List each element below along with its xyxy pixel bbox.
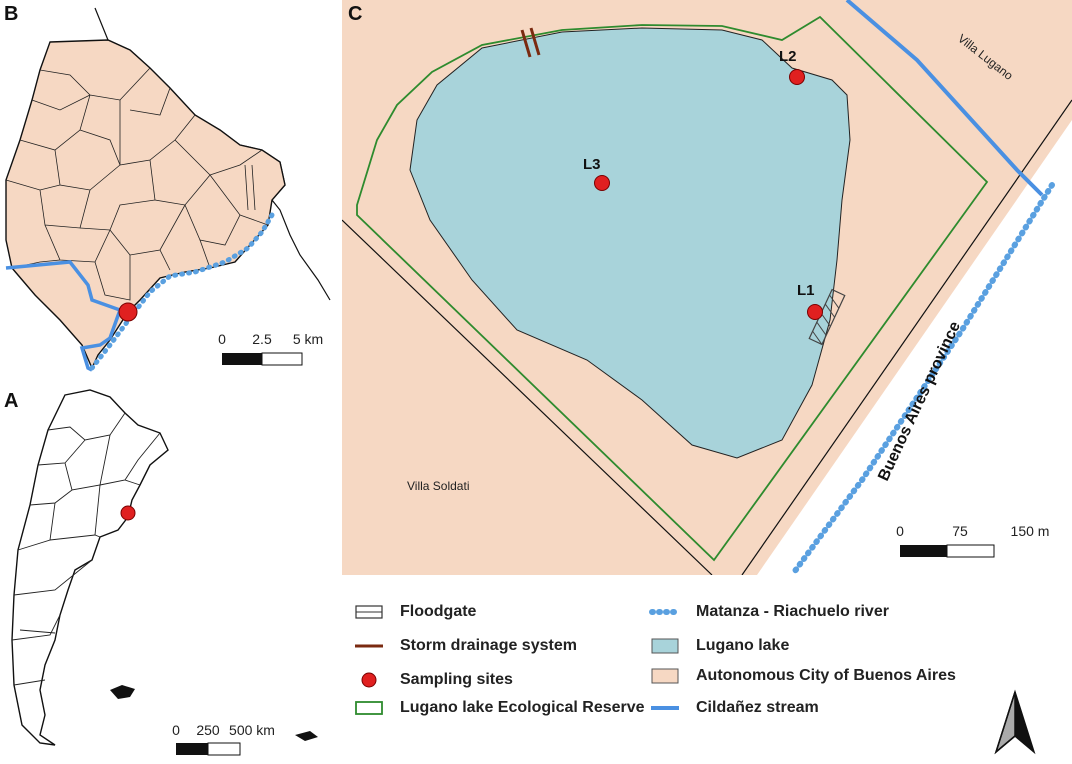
argentina-outline xyxy=(11,389,169,746)
site-l2-label: L2 xyxy=(779,48,797,65)
scalebar-b-tick-0: 0 xyxy=(218,331,226,347)
legend-item-sampling: Sampling sites xyxy=(352,668,513,692)
legend-item-reserve: Lugano lake Ecological Reserve xyxy=(352,696,645,720)
legend-label-city: Autonomous City of Buenos Aires xyxy=(696,667,956,684)
lake-icon xyxy=(648,636,682,656)
soldati-boundary-line xyxy=(341,219,713,576)
scalebar-b-tick-1: 2.5 xyxy=(252,331,272,347)
matanza-riachuelo-river-line xyxy=(89,212,275,371)
site-l2-marker xyxy=(789,69,805,85)
villa-soldati-label: Villa Soldati xyxy=(407,479,469,493)
north-arrow-icon xyxy=(990,688,1040,756)
legend-item-stream: Cildañez stream xyxy=(648,696,819,720)
sampling-site-icon xyxy=(352,670,386,690)
province-lines xyxy=(11,412,161,686)
panel-b-map: B 0 2.5 5 km xyxy=(0,0,340,380)
storm-drainage-marker xyxy=(520,27,541,58)
stream-icon xyxy=(648,698,682,718)
legend-item-drainage: Storm drainage system xyxy=(352,634,577,658)
legend-label-sampling: Sampling sites xyxy=(400,671,513,688)
scalebar-b: 0 2.5 5 km xyxy=(218,331,323,366)
buenos-aires-location-marker xyxy=(120,505,136,521)
scalebar-c: 0 75 150 m xyxy=(892,515,1067,565)
panel-c-map: C L2 L3 L1 Villa Lugano Villa Soldati Bu… xyxy=(341,0,1072,578)
legend-label-lake: Lugano lake xyxy=(696,637,790,654)
site-l1-label: L1 xyxy=(797,282,815,299)
scalebar-a-tick-0: 0 xyxy=(172,722,180,738)
scalebar-a-tick-1: 250 xyxy=(196,722,220,738)
site-l3-label: L3 xyxy=(583,156,601,173)
cildanez-stream-line xyxy=(845,0,1044,197)
scalebar-a: 0 250 500 km xyxy=(172,722,275,756)
site-l1-marker xyxy=(807,304,823,320)
lugano-lake xyxy=(409,27,851,459)
site-l3-marker xyxy=(594,175,610,191)
legend-item-city: Autonomous City of Buenos Aires xyxy=(648,664,956,688)
legend-label-river: Matanza - Riachuelo river xyxy=(696,603,889,620)
ecological-reserve-boundary xyxy=(356,15,989,562)
legend-item-river: Matanza - Riachuelo river xyxy=(648,600,889,624)
river-icon xyxy=(648,602,682,622)
province-area xyxy=(757,120,1072,575)
legend-label-drainage: Storm drainage system xyxy=(400,637,577,654)
panel-b-label: B xyxy=(4,3,18,25)
scalebar-b-tick-2: 5 km xyxy=(293,331,323,347)
floodgate-icon xyxy=(352,602,386,622)
map-legend: Floodgate Storm drainage system Sampling… xyxy=(352,598,992,728)
legend-label-floodgate: Floodgate xyxy=(400,603,477,620)
district-lines xyxy=(5,67,269,301)
legend-item-floodgate: Floodgate xyxy=(352,600,476,624)
scalebar-c-tick-2: 150 m xyxy=(1011,523,1050,539)
city-area-icon xyxy=(648,666,682,686)
panel-c-label: C xyxy=(348,3,362,25)
province-boundary-line xyxy=(741,99,1072,576)
matanza-riachuelo-river-line xyxy=(789,182,1055,578)
cildanez-stream-line xyxy=(5,260,123,372)
panel-a-map: A 0 250 500 km xyxy=(0,385,340,759)
scalebar-a-tick-2: 500 km xyxy=(229,722,275,738)
scalebar-c-tick-1: 75 xyxy=(952,523,968,539)
scalebar-c-tick-0: 0 xyxy=(896,523,904,539)
panel-a-label: A xyxy=(4,390,18,412)
legend-item-lake: Lugano lake xyxy=(648,634,789,658)
legend-label-reserve: Lugano lake Ecological Reserve xyxy=(400,699,645,716)
reserve-boundary-icon xyxy=(352,698,386,718)
city-boundary xyxy=(5,39,286,370)
lugano-location-marker xyxy=(118,302,138,322)
islands-icon xyxy=(110,685,318,741)
storm-drainage-icon xyxy=(352,636,386,656)
legend-label-stream: Cildañez stream xyxy=(696,699,819,716)
